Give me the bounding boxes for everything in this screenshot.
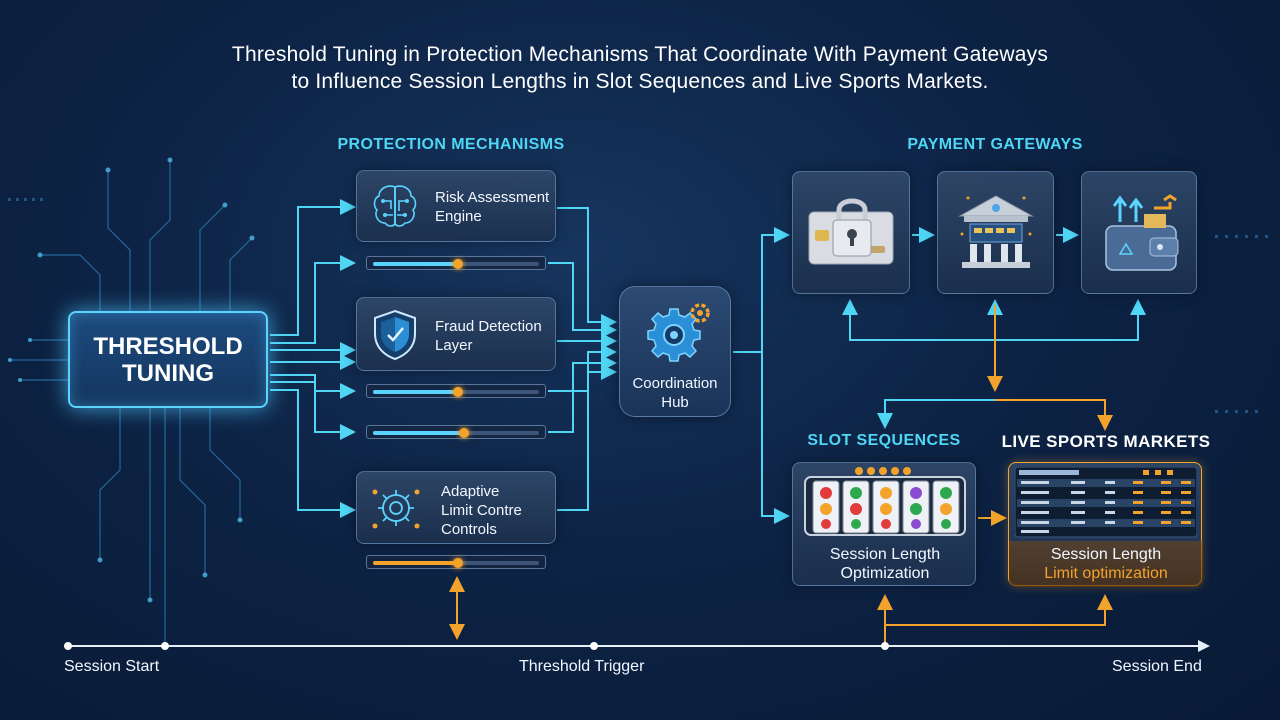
timeline-trigger-label: Threshold Trigger (519, 658, 645, 675)
timeline-marker-early (161, 642, 169, 650)
timeline-marker-trigger (590, 642, 598, 650)
timeline-marker-start (64, 642, 72, 650)
payment-gateway-card-bank[interactable] (937, 171, 1054, 294)
gear-icon (647, 303, 710, 362)
timeline-axis (64, 640, 1210, 652)
threshold-title-line-2: TUNING (122, 359, 214, 387)
slot-sequences-card[interactable]: Session Length Optimization (792, 462, 976, 586)
live-sports-markets-card[interactable]: Session Length Limit optimization (1008, 462, 1203, 587)
section-slot-sequences: SLOT SEQUENCES (807, 432, 961, 449)
gear-network-icon (372, 489, 420, 529)
timeline-start-label: Session Start (64, 658, 160, 675)
adaptive-label-3: Controls (441, 521, 497, 538)
sports-label-2: Limit optimization (1044, 565, 1168, 582)
title-line-2: to Influence Session Lengths in Slot Seq… (291, 70, 989, 93)
slider-knob[interactable] (452, 259, 463, 269)
threshold-connectors (270, 199, 356, 518)
hub-connectors (548, 207, 617, 511)
section-protection-mechanisms: PROTECTION MECHANISMS (337, 136, 565, 153)
fraud-detection-layer-card[interactable]: Fraud Detection Layer (356, 297, 556, 371)
threshold-slider-3[interactable] (366, 425, 546, 439)
timeline-marker-late (881, 642, 889, 650)
threshold-slider-1[interactable] (366, 256, 546, 270)
risk-assessment-engine-card[interactable]: Risk Assessment Engine (356, 170, 556, 242)
brain-circuit-icon (373, 185, 417, 227)
bank-icon (958, 195, 1034, 268)
adaptive-label-1: Adaptive (441, 483, 500, 500)
orange-connectors (449, 305, 1113, 645)
threshold-slider-4[interactable] (366, 555, 546, 569)
fraud-detection-label-1: Fraud Detection (435, 318, 542, 335)
section-payment-gateways: PAYMENT GATEWAYS (907, 136, 1083, 153)
timeline-end-label: Session End (1112, 658, 1202, 675)
slider-knob[interactable] (459, 428, 470, 438)
hub-label-2: Hub (661, 394, 689, 411)
hub-label-1: Coordination (632, 375, 718, 392)
shield-icon (374, 309, 416, 361)
section-live-sports-markets: LIVE SPORTS MARKETS (1001, 432, 1211, 451)
slider-knob[interactable] (452, 387, 463, 397)
threshold-slider-2[interactable] (366, 384, 546, 398)
risk-assessment-label-1: Risk Assessment (435, 189, 550, 206)
risk-assessment-label-2: Engine (435, 208, 482, 225)
slot-machine-icon (804, 467, 966, 536)
payment-gateway-card-wallet[interactable] (1081, 171, 1197, 294)
sports-label-1: Session Length (1050, 546, 1162, 563)
payment-gateway-card-security[interactable] (792, 171, 910, 294)
slots-label-2: Optimization (840, 565, 930, 582)
threshold-title-line-1: THRESHOLD (93, 332, 243, 360)
slots-label-1: Session Length (829, 546, 941, 563)
fraud-detection-label-2: Layer (435, 337, 473, 354)
coordination-hub[interactable]: Coordination Hub (619, 286, 731, 417)
adaptive-label-2: Limit Contre (441, 502, 522, 519)
title-line-1: Threshold Tuning in Protection Mechanism… (231, 43, 1049, 66)
circuit-decoration (10, 160, 253, 645)
hub-output-connectors (733, 227, 1146, 524)
slider-knob[interactable] (452, 558, 463, 568)
wallet-icon (1105, 194, 1179, 271)
threshold-tuning-box[interactable]: THRESHOLD TUNING (68, 311, 268, 408)
padlock-card-icon (808, 198, 894, 265)
odds-table-icon (1015, 467, 1197, 538)
adaptive-limit-controls-card[interactable]: Adaptive Limit Contre Controls (356, 471, 556, 544)
